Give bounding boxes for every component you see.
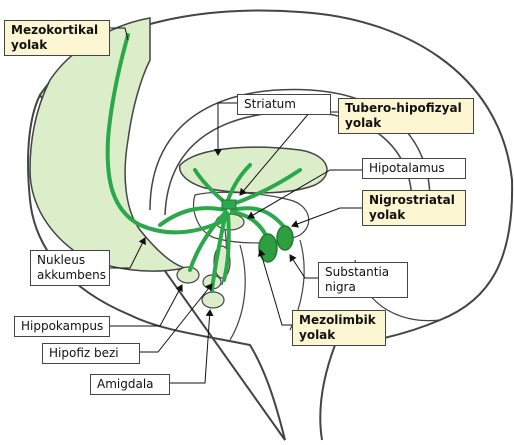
label-mezolimbik-yolak: Mezolimbik yolak xyxy=(292,310,386,346)
label-mezokortikal-line1: Mezokortikal xyxy=(11,23,103,38)
substantia-nigra-right xyxy=(277,226,293,250)
label-nukleus-line2: akkumbens xyxy=(37,268,103,283)
label-substantia-line2: nigra xyxy=(325,280,401,295)
label-substantia-line1: Substantia xyxy=(325,265,401,280)
label-nigrostriatal-yolak: Nigrostriatal yolak xyxy=(362,190,466,226)
label-nigrostriatal-line2: yolak xyxy=(369,208,459,223)
hippocampus-nucleus xyxy=(177,267,199,283)
label-amigdala: Amigdala xyxy=(90,374,170,395)
striatum-region xyxy=(180,147,327,193)
label-striatum-line1: Striatum xyxy=(244,97,324,112)
vta-marker xyxy=(222,200,236,209)
label-nukleus-akkumbens: Nukleus akkumbens xyxy=(30,250,110,286)
label-mezolimbik-line1: Mezolimbik xyxy=(299,313,379,328)
label-hipofiz-bezi: Hipofiz bezi xyxy=(42,343,140,364)
label-substantia-nigra: Substantia nigra xyxy=(318,262,408,298)
label-hipotalamus: Hipotalamus xyxy=(362,158,466,179)
label-amigdala-line1: Amigdala xyxy=(97,377,163,392)
label-tubero-line1: Tubero-hipofizyal xyxy=(345,101,467,116)
substantia-nigra-left xyxy=(259,234,277,262)
label-nukleus-line1: Nukleus xyxy=(37,253,103,268)
label-mezokortikal-line2: yolak xyxy=(11,38,103,53)
label-hippokampus: Hippokampus xyxy=(14,316,110,337)
label-tubero-line2: yolak xyxy=(345,116,467,131)
label-mezolimbik-line2: yolak xyxy=(299,328,379,343)
label-nigrostriatal-line1: Nigrostriatal xyxy=(369,193,459,208)
label-striatum: Striatum xyxy=(237,94,331,115)
label-hipofiz-line1: Hipofiz bezi xyxy=(49,346,133,361)
label-hippokampus-line1: Hippokampus xyxy=(21,319,103,334)
label-mezokortikal-yolak: Mezokortikal yolak xyxy=(4,20,110,56)
label-tubero-hipofizyal-yolak: Tubero-hipofizyal yolak xyxy=(338,98,474,134)
label-hipotalamus-line1: Hipotalamus xyxy=(369,161,459,176)
amygdala-nucleus xyxy=(202,292,224,308)
